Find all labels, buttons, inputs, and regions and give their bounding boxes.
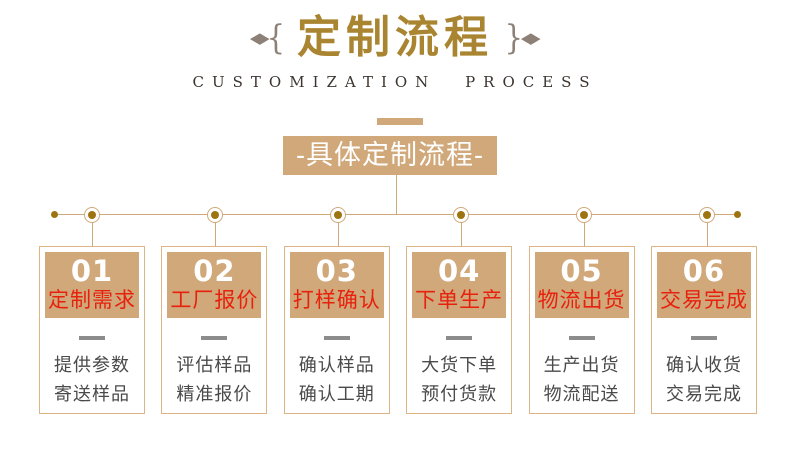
- step-card-1: 01 定制需求 提供参数 寄送样品: [39, 246, 145, 414]
- step-number: 06: [682, 254, 726, 288]
- node-dot-icon: [580, 211, 588, 219]
- node-ring-icon: [453, 207, 469, 223]
- step-detail-line: 交易完成: [665, 384, 742, 404]
- step-card-header: 03 打样确认: [289, 252, 384, 318]
- divider-dash: [323, 336, 350, 340]
- step-card-header: 06 交易完成: [656, 252, 751, 318]
- brace-left-icon: {: [266, 18, 286, 58]
- node-drop-line: [460, 215, 462, 254]
- header: ◆ { 定制流程 } ◆ CUSTOMIZATION PROCESS: [0, 10, 790, 92]
- step-card-header: 02 工厂报价: [167, 252, 262, 318]
- node-dot-icon: [88, 211, 96, 219]
- step-card-header: 05 物流出货: [534, 252, 629, 318]
- node-drop-line: [337, 215, 339, 254]
- step-number: 04: [437, 254, 481, 288]
- step-detail-line: 确认收货: [665, 355, 742, 375]
- banner-stem-line: [396, 175, 397, 215]
- step-number: 01: [70, 254, 114, 288]
- flourish-right-icon: } ◆: [503, 18, 541, 58]
- step-detail-line: 精准报价: [176, 384, 253, 404]
- divider-dash: [568, 336, 595, 340]
- step-label: 交易完成: [659, 289, 748, 313]
- flourish-left-icon: ◆ {: [250, 18, 287, 58]
- step-number: 03: [315, 254, 358, 288]
- step-label: 定制需求: [48, 289, 136, 313]
- timeline-start-dot: [51, 211, 58, 218]
- step-detail-line: 确认样品: [298, 355, 375, 375]
- step-card-header: 04 下单生产: [412, 252, 507, 318]
- step-detail-line: 提供参数: [54, 355, 130, 375]
- timeline-end-dot: [734, 211, 741, 218]
- page-title: 定制流程: [297, 12, 493, 63]
- divider-dash: [690, 336, 717, 340]
- node-ring-icon: [207, 207, 223, 223]
- step-card-header: 01 定制需求: [45, 252, 139, 318]
- page-subtitle: CUSTOMIZATION PROCESS: [192, 73, 598, 91]
- node-dot-icon: [334, 211, 342, 219]
- step-number: 05: [560, 254, 603, 288]
- step-label: 工厂报价: [170, 289, 259, 313]
- steps-row: 01 定制需求 提供参数 寄送样品 02 工厂报价 评估样品 精准报价 03 打…: [39, 246, 757, 414]
- node-ring-icon: [84, 207, 100, 223]
- node-ring-icon: [576, 207, 592, 223]
- banner-accent-bar: [377, 118, 423, 125]
- step-detail-line: 生产出货: [543, 355, 620, 375]
- node-drop-line: [214, 215, 216, 254]
- step-card-4: 04 下单生产 大货下单 预付货款: [406, 246, 513, 414]
- step-detail-line: 预付货款: [421, 384, 498, 404]
- diamond-icon: ◆: [249, 29, 270, 47]
- step-number: 02: [193, 254, 236, 288]
- divider-dash: [446, 336, 473, 340]
- brace-right-icon: }: [504, 18, 524, 58]
- step-detail-line: 物流配送: [543, 384, 620, 404]
- step-label: 打样确认: [292, 289, 381, 313]
- diamond-icon: ◆: [520, 29, 541, 47]
- step-label: 下单生产: [415, 289, 504, 313]
- divider-dash: [201, 336, 228, 340]
- step-label: 物流出货: [537, 289, 626, 313]
- node-ring-icon: [330, 207, 346, 223]
- step-detail-line: 大货下单: [421, 355, 498, 375]
- step-detail-line: 寄送样品: [54, 384, 130, 404]
- section-banner: -具体定制流程-: [283, 136, 497, 175]
- step-card-5: 05 物流出货 生产出货 物流配送: [528, 246, 635, 414]
- step-detail-line: 评估样品: [176, 355, 253, 375]
- node-dot-icon: [457, 211, 465, 219]
- title-row: ◆ { 定制流程 } ◆: [0, 10, 790, 66]
- step-card-2: 02 工厂报价 评估样品 精准报价: [161, 246, 268, 414]
- node-dot-icon: [211, 211, 219, 219]
- divider-dash: [79, 336, 105, 340]
- node-ring-icon: [699, 207, 715, 223]
- step-detail-line: 确认工期: [298, 384, 375, 404]
- node-drop-line: [583, 215, 585, 254]
- node-drop-line: [91, 215, 93, 254]
- node-drop-line: [706, 215, 708, 254]
- timeline-line: [55, 214, 739, 215]
- step-card-6: 06 交易完成 确认收货 交易完成: [650, 246, 757, 414]
- node-dot-icon: [703, 211, 711, 219]
- step-card-3: 03 打样确认 确认样品 确认工期: [283, 246, 390, 414]
